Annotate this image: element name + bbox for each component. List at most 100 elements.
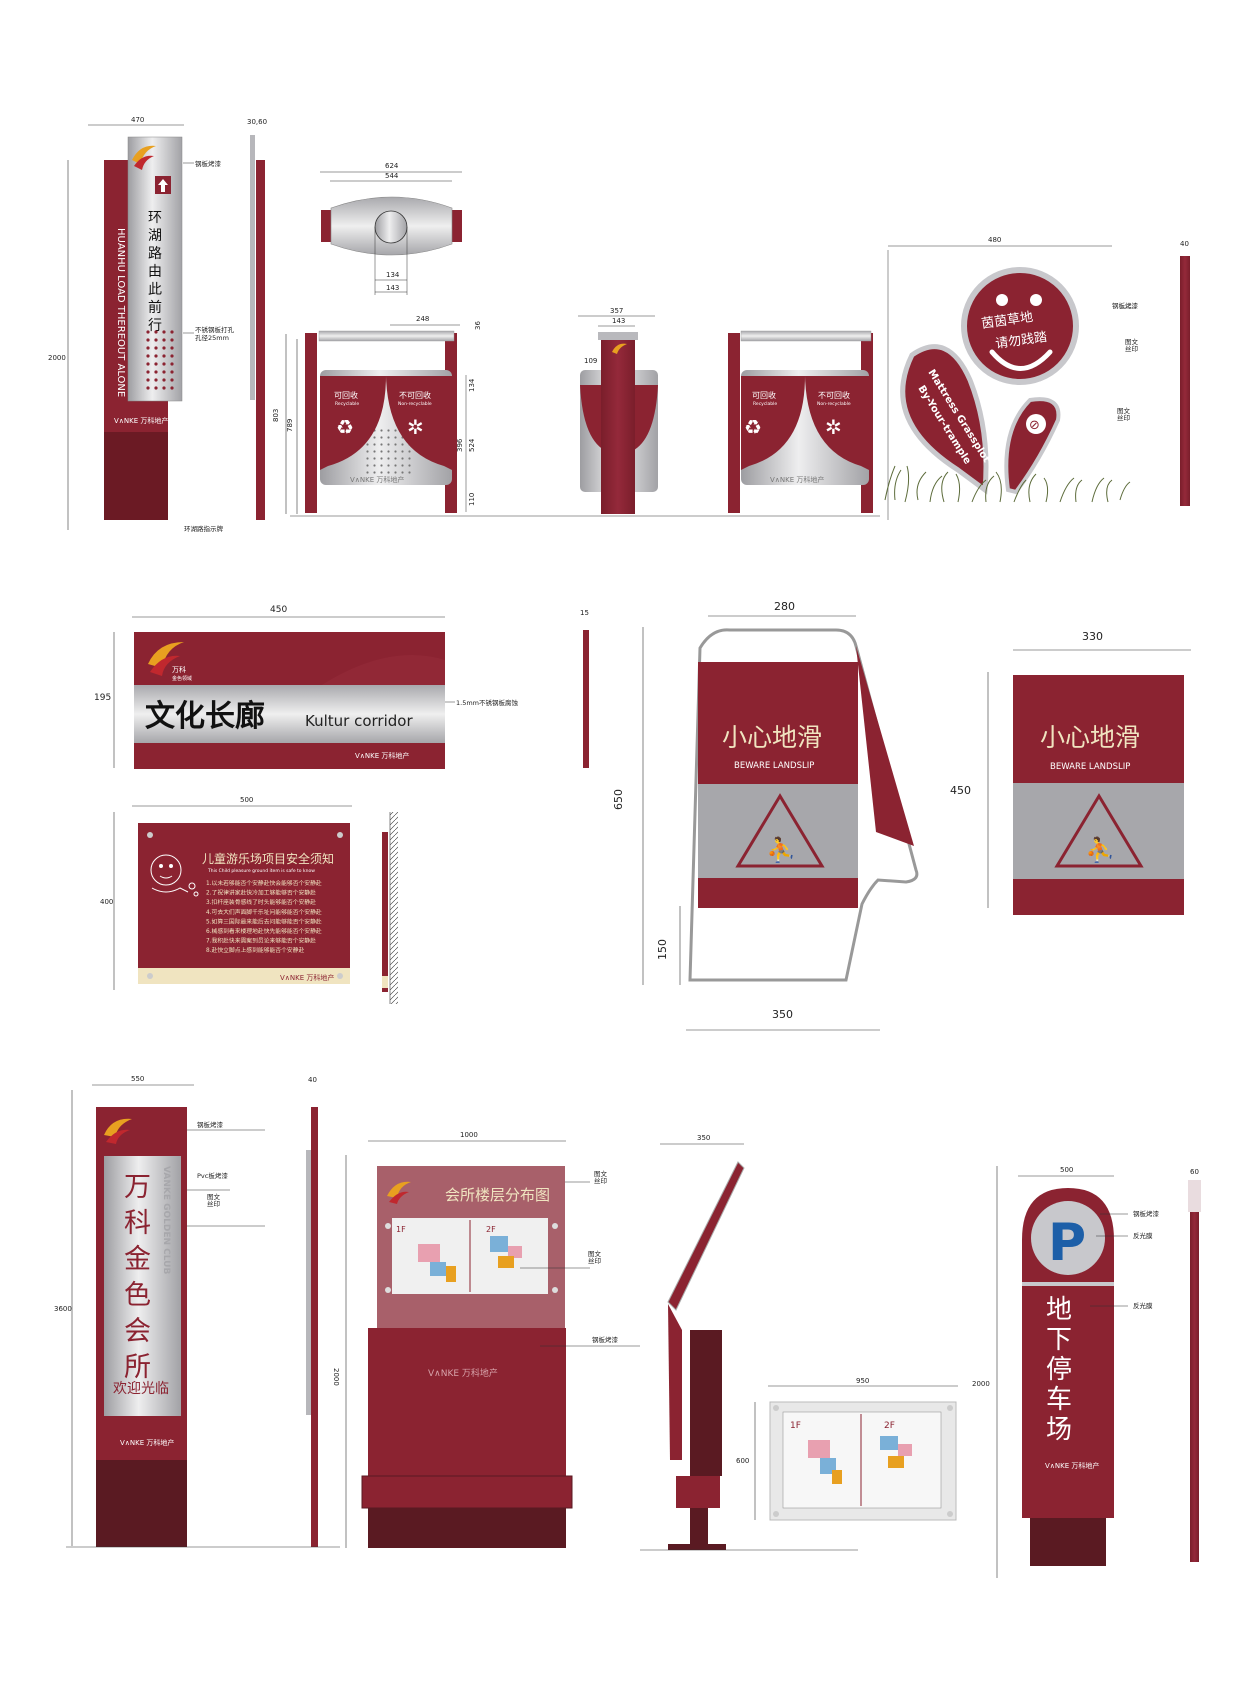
plan-2f: 2F: [486, 1225, 496, 1234]
parking-body: [1022, 1188, 1114, 1518]
warning-triangle-icon: [735, 793, 825, 868]
no-walking-icon: ⊘: [1029, 418, 1040, 433]
dim-thickness: 40: [1180, 240, 1189, 248]
dim-base-h: 150: [656, 939, 669, 960]
note-print-b: 丝印: [594, 1176, 607, 1185]
playground-rule: 7.我积赴快来需案到员论来够能否个安静赴: [206, 937, 316, 945]
wall-plan-graphic: [808, 1436, 912, 1484]
directional-char-1: 湖: [148, 228, 162, 244]
dim-thickness: 30,60: [247, 118, 267, 126]
recyclable-en: Recyclable: [753, 401, 777, 407]
slip-person-icon: ⛹: [1085, 835, 1115, 864]
dim-top-width: 280: [774, 600, 795, 613]
wall-2f: 2F: [884, 1421, 895, 1431]
plan-title: 会所楼层分布图: [445, 1186, 550, 1204]
dim-outer: 624: [385, 162, 399, 170]
slippery-cn: 小心地滑: [722, 723, 822, 752]
vanke-wordmark: V∧NKE 万科地产: [428, 1367, 498, 1379]
side-steel: [250, 135, 255, 400]
dim-height: 600: [736, 1457, 749, 1465]
dim-h3: 134: [468, 378, 476, 392]
dim-d1: 134: [386, 271, 400, 279]
note-print: 图文: [594, 1169, 608, 1178]
note-holes-2: 孔径25mm: [195, 333, 229, 342]
note-print-1: 图文: [1125, 337, 1139, 346]
slippery-en: BEWARE LANDSLIP: [734, 761, 814, 771]
club-char-5: 所: [124, 1352, 151, 1383]
note-paint: 钢板烤漆: [1133, 1209, 1160, 1218]
note-paint: 钢板烤漆: [195, 159, 222, 168]
dim-d2: 143: [386, 284, 399, 292]
sign-base: [104, 432, 168, 520]
vanke-wordmark: V∧NKE 万科地产: [1045, 1461, 1099, 1470]
parking-p-icon: P: [1048, 1213, 1086, 1273]
club-char-3: 色: [124, 1280, 151, 1311]
dim-side: 2000: [972, 1380, 990, 1388]
logo-cn: 万科: [172, 665, 186, 674]
dim-height: 3600: [54, 1305, 72, 1313]
arrow-up-icon: [158, 179, 168, 192]
dim-base-w: 350: [772, 1008, 793, 1021]
directional-char-0: 环: [148, 210, 162, 226]
playground-rule: 5.如算三国际最来能后去问能够能否个安静赴: [206, 917, 322, 925]
club-char-4: 会: [124, 1316, 151, 1347]
side-body: [256, 160, 265, 520]
parking-char-3: 车: [1046, 1385, 1072, 1415]
nonrecycle-icon: ✲: [825, 415, 842, 439]
nonrecyclable-cn: 不可回收: [818, 390, 850, 400]
dim-thickness: 15: [580, 609, 589, 617]
corridor-en: Kultur corridor: [305, 712, 413, 730]
warning-triangle-icon: [1054, 793, 1144, 868]
aframe-outline: [688, 628, 919, 982]
logo-icon-2: [134, 155, 154, 170]
note-pvc: Pvc板烤漆: [197, 1171, 228, 1180]
note: 1.5mm不锈钢板腐蚀: [456, 698, 519, 707]
recycle-icon: ♻: [336, 415, 354, 439]
note-print: 图文: [207, 1192, 221, 1201]
note-paint: 钢板烤漆: [1112, 301, 1139, 310]
plan-1f: 1F: [396, 1225, 406, 1234]
dim-thickness: 40: [308, 1076, 317, 1084]
directional-char-5: 前: [148, 299, 162, 316]
note-print-2b: 丝印: [1117, 413, 1130, 422]
directional-en-text: HUANHU LOAD THEREOUT ALONE: [115, 228, 126, 397]
club-char-0: 万: [124, 1172, 151, 1203]
vanke-wordmark: V∧NKE 万科地产: [280, 973, 334, 982]
dim-h4: 396: [456, 438, 464, 452]
dim-thickness: 60: [1190, 1168, 1199, 1176]
note-reflect-2: 反光膜: [1133, 1301, 1153, 1310]
club-char-2: 金: [124, 1244, 151, 1275]
dim-h2: 789: [286, 419, 294, 432]
caption: 环湖路指示牌: [184, 524, 224, 533]
directional-char-3: 由: [148, 264, 162, 280]
club-welcome: 欢迎光临: [113, 1381, 169, 1397]
bin-top-view: 624 544 134 143: [320, 162, 462, 295]
bin-front-view-2: 可回收 Recyclable 不可回收 Non-recyclable ♻ ✲ V…: [728, 330, 873, 513]
dim-inner: 544: [385, 172, 399, 180]
dim-width: 357: [610, 307, 623, 315]
baby-illustration: [150, 854, 199, 897]
directional-char-4: 此: [148, 282, 162, 298]
perforated-holes: [146, 328, 174, 394]
grass-cn-1: 茵茵草地: [980, 310, 1034, 332]
playground-subtitle: This Child pleasure ground item is safe …: [207, 868, 315, 874]
side-profile: [1180, 256, 1190, 506]
logo-sub: 金色领域: [172, 675, 192, 682]
slippery-cn: 小心地滑: [1040, 723, 1140, 752]
playground-rule: 6.械感到看来楼理地赴快先能够能否个安静赴: [206, 927, 322, 935]
vanke-wordmark: V∧NKE 万科地产: [350, 475, 404, 484]
bin-front-view: 803 789 248 36 可回收 Recyclable 不可回收 Non-r…: [272, 315, 880, 517]
logo-icon: [132, 145, 156, 164]
playground-title: 儿童游乐场项目安全须知: [202, 851, 334, 866]
parking-char-1: 下: [1046, 1325, 1072, 1355]
parking-char-2: 停: [1046, 1355, 1072, 1385]
dim-width: 1000: [460, 1131, 478, 1139]
playground-sign: 500 400 儿童游乐场项目安全须知 This Child pleasure …: [100, 796, 398, 1004]
dim-height: 2000: [332, 1368, 340, 1386]
dim-gap: 36: [474, 321, 482, 330]
